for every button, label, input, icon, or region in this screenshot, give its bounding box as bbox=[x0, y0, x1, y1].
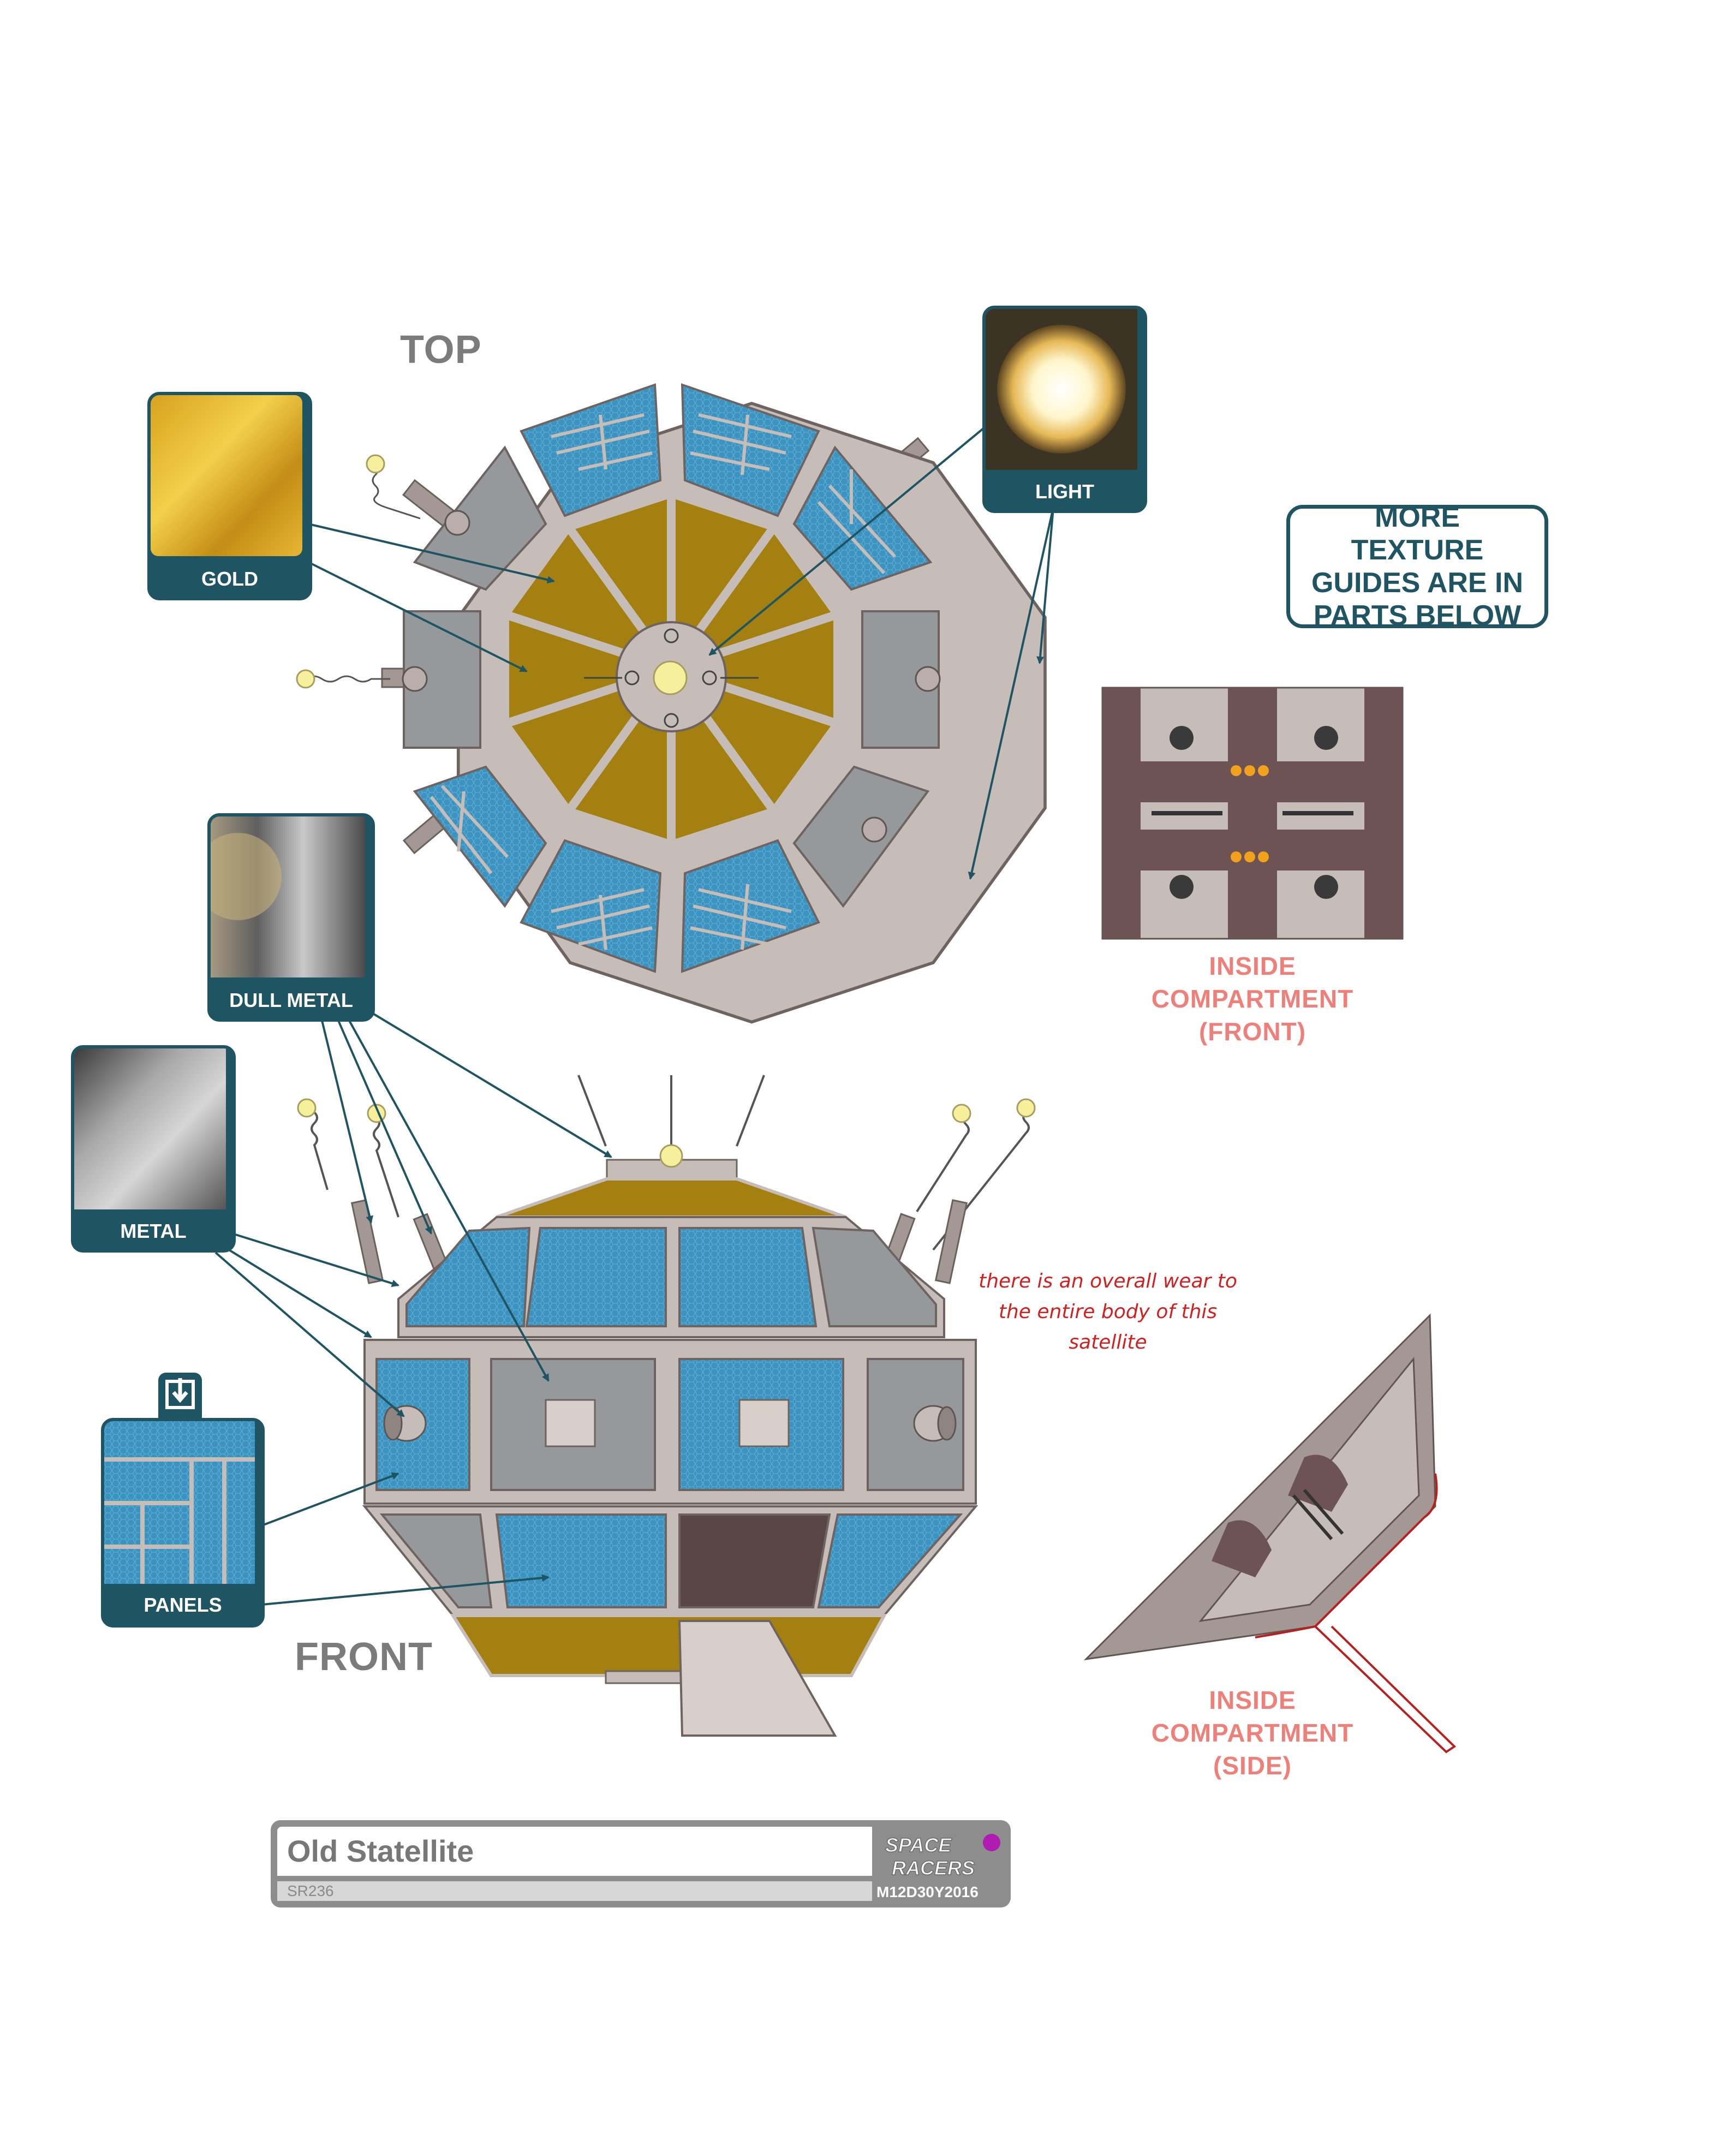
asset-name: Old Statellite bbox=[277, 1827, 872, 1876]
asset-code: SR236 bbox=[277, 1881, 872, 1901]
inside-compartment-front-label: INSIDE COMPARTMENT (FRONT) bbox=[1102, 950, 1403, 1048]
gold-texture-image bbox=[151, 395, 302, 556]
more-texture-guides-callout: MORE TEXTURE GUIDES ARE IN PARTS BELOW bbox=[1286, 502, 1548, 631]
dull-metal-texture-image bbox=[211, 816, 365, 977]
status-dot bbox=[983, 1834, 1000, 1851]
front-view-title: FRONT bbox=[295, 1635, 433, 1679]
gold-texture-swatch: GOLD bbox=[147, 392, 312, 600]
logo-line2: RACERS bbox=[892, 1857, 975, 1879]
inside-front-line2: COMPARTMENT bbox=[1151, 985, 1354, 1013]
logo-line1: SPACE bbox=[885, 1834, 952, 1856]
dull-metal-texture-swatch: DULL METAL bbox=[207, 813, 375, 1022]
top-view bbox=[296, 383, 1047, 1024]
panels-label: PANELS bbox=[144, 1594, 222, 1616]
inside-side-line2: COMPARTMENT bbox=[1151, 1719, 1354, 1747]
inside-front-line1: INSIDE bbox=[1209, 952, 1296, 980]
metal-texture-swatch: METAL bbox=[71, 1045, 236, 1253]
gold-label: GOLD bbox=[201, 568, 258, 590]
inside-side-line3: (SIDE) bbox=[1213, 1751, 1292, 1780]
inside-front-line3: (FRONT) bbox=[1198, 1017, 1307, 1046]
download-tab[interactable] bbox=[158, 1373, 202, 1423]
top-view-title: TOP bbox=[400, 328, 482, 372]
leader-lines bbox=[214, 419, 1054, 1606]
space-racers-logo: SPACE RACERS bbox=[881, 1825, 979, 1885]
inside-compartment-front bbox=[1101, 687, 1404, 940]
inside-compartment-side-label: INSIDE COMPARTMENT (SIDE) bbox=[1102, 1684, 1403, 1782]
panels-texture-swatch: PANELS bbox=[101, 1418, 265, 1628]
title-block: Old Statellite SR236 SPACE RACERS M12D30… bbox=[271, 1820, 1011, 1907]
wear-note: there is an overall wear to the entire b… bbox=[979, 1270, 1237, 1354]
metal-label: METAL bbox=[120, 1220, 187, 1242]
download-icon bbox=[165, 1378, 195, 1409]
inside-compartment-side bbox=[1083, 1313, 1457, 1754]
light-bulb-icon bbox=[986, 309, 1137, 470]
front-view bbox=[297, 1075, 1036, 1737]
light-texture-swatch: LIGHT bbox=[982, 306, 1147, 513]
dull-metal-label: DULL METAL bbox=[229, 989, 353, 1011]
asset-date: M12D30Y2016 bbox=[876, 1883, 979, 1900]
metal-texture-image bbox=[74, 1048, 226, 1209]
panels-texture-image bbox=[104, 1421, 255, 1584]
inside-side-line1: INSIDE bbox=[1209, 1686, 1296, 1714]
light-label: LIGHT bbox=[1035, 480, 1094, 503]
callout-text: MORE TEXTURE GUIDES ARE IN PARTS BELOW bbox=[1311, 502, 1524, 631]
